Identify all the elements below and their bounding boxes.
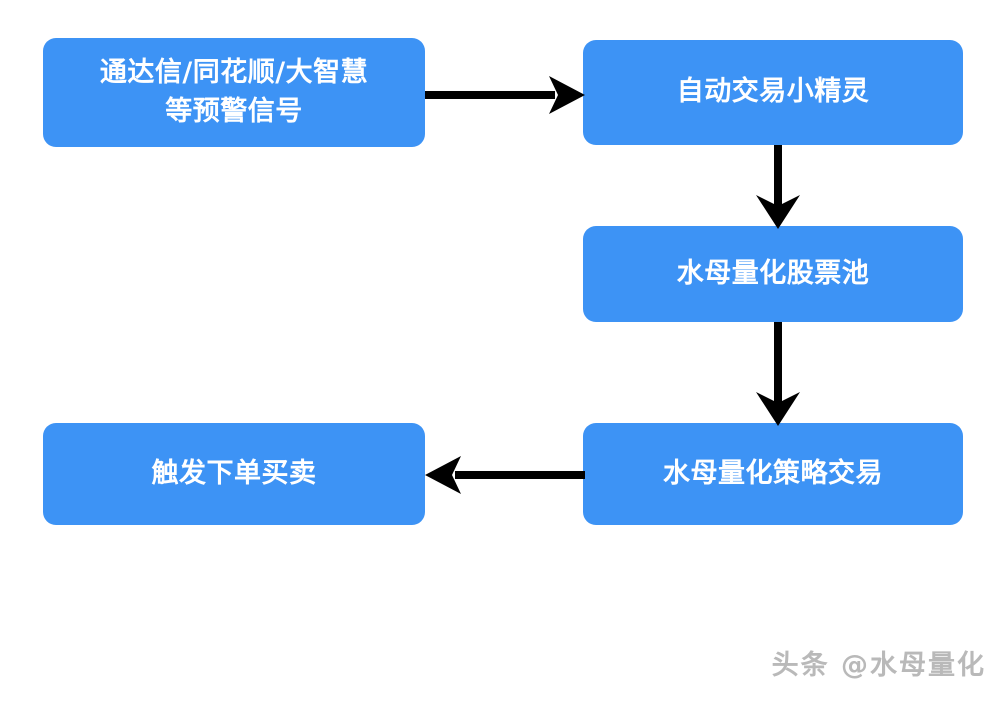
- flow-node-auto-trade[interactable]: 自动交易小精灵: [583, 40, 963, 145]
- flow-node-order-trigger[interactable]: 触发下单买卖: [43, 423, 425, 525]
- flow-arrow-auto-to-pool-icon: [756, 145, 800, 229]
- flow-arrow-signal-to-auto-icon: [425, 76, 585, 114]
- flow-arrow-pool-to-strategy-icon: [756, 322, 800, 426]
- flow-arrow-strategy-to-order-icon: [425, 456, 585, 494]
- watermark-text: 头条 @水母量化: [771, 650, 986, 681]
- flow-node-stock-pool[interactable]: 水母量化股票池: [583, 226, 963, 322]
- flow-node-alert-signal[interactable]: 通达信/同花顺/大智慧 等预警信号: [43, 38, 425, 147]
- flow-node-stock-pool-label: 水母量化股票池: [676, 257, 870, 289]
- flow-node-order-trigger-label: 触发下单买卖: [151, 457, 317, 489]
- flow-node-strategy[interactable]: 水母量化策略交易: [583, 423, 963, 525]
- flow-node-strategy-label: 水母量化策略交易: [663, 457, 883, 489]
- flow-node-alert-signal-label: 通达信/同花顺/大智慧 等预警信号: [99, 57, 369, 127]
- flow-node-auto-trade-label: 自动交易小精灵: [676, 76, 870, 108]
